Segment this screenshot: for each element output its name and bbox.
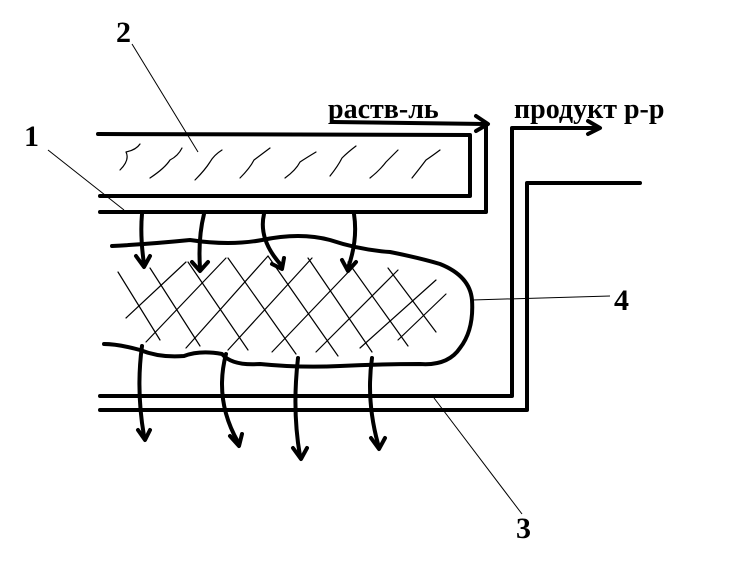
flow-arrow bbox=[136, 344, 152, 442]
label-1: 1 bbox=[24, 120, 39, 153]
product-flow-arrows bbox=[136, 344, 387, 461]
label-3: 3 bbox=[516, 512, 531, 545]
label-4: 4 bbox=[614, 284, 629, 317]
flow-arrow bbox=[291, 356, 309, 461]
label-2: 2 bbox=[116, 16, 131, 49]
membrane-1 bbox=[98, 122, 488, 214]
leader-4 bbox=[471, 295, 611, 301]
solvent-inlet-arrow bbox=[331, 114, 490, 133]
porous-sample bbox=[102, 234, 475, 369]
solvent-flow-arrows bbox=[134, 212, 358, 273]
membrane-3 bbox=[98, 181, 642, 412]
flow-arrow bbox=[340, 212, 358, 273]
leader-2 bbox=[131, 43, 199, 153]
flow-arrow bbox=[190, 212, 210, 273]
sample-mesh bbox=[117, 255, 447, 357]
leader-3 bbox=[433, 397, 523, 515]
flow-arrow bbox=[368, 356, 387, 451]
flow-arrow bbox=[220, 352, 244, 448]
product-label: продукт р-р bbox=[514, 94, 664, 125]
flow-arrow bbox=[260, 212, 286, 271]
solvent-reservoir bbox=[96, 132, 472, 198]
flow-arrow bbox=[134, 212, 152, 269]
product-outlet bbox=[98, 119, 602, 398]
leader-1 bbox=[47, 149, 125, 211]
leader-lines bbox=[47, 43, 611, 515]
reservoir-hatching bbox=[119, 143, 441, 181]
solvent-label: раств-ль bbox=[328, 94, 439, 125]
